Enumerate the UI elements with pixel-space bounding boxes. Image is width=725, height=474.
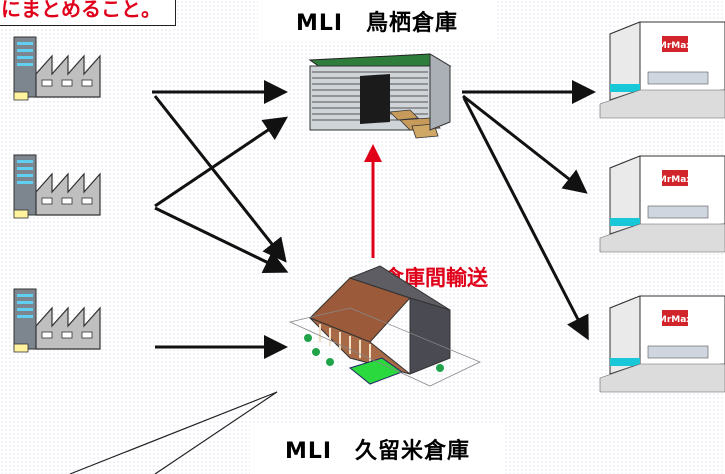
store-sign: MrMax bbox=[658, 41, 692, 51]
callout-box-top: にまとめること。 bbox=[0, 0, 176, 26]
arrow-factory2-kurume bbox=[154, 206, 289, 273]
callout-text: にまとめること。 bbox=[1, 0, 161, 21]
callout-lines-bottom bbox=[69, 391, 278, 474]
store-icon: MrMax bbox=[599, 155, 725, 253]
store-sign: MrMax bbox=[658, 315, 692, 325]
factory-icon bbox=[13, 288, 101, 353]
arrow-factory1-kurume bbox=[153, 95, 287, 263]
warehouse-icon bbox=[308, 53, 452, 139]
kurume-warehouse-label-text: MLI 久留米倉庫 bbox=[284, 439, 471, 464]
store-sign: MrMax bbox=[658, 175, 692, 185]
arrow-factory2-tosu bbox=[154, 116, 288, 208]
tosu-warehouse-label: MLI 鳥栖倉庫 bbox=[258, 0, 496, 42]
brick-warehouse-icon bbox=[288, 265, 481, 387]
arrow-tosu-store3 bbox=[462, 97, 589, 341]
tosu-warehouse-label-text: MLI 鳥栖倉庫 bbox=[295, 11, 459, 36]
arrow-tosu-store2 bbox=[462, 94, 588, 194]
factory-icon bbox=[13, 154, 101, 219]
factory-icon bbox=[13, 36, 101, 101]
store-icon: MrMax bbox=[599, 21, 725, 119]
store-icon: MrMax bbox=[599, 295, 725, 393]
kurume-warehouse-label: MLI 久留米倉庫 bbox=[250, 424, 505, 474]
